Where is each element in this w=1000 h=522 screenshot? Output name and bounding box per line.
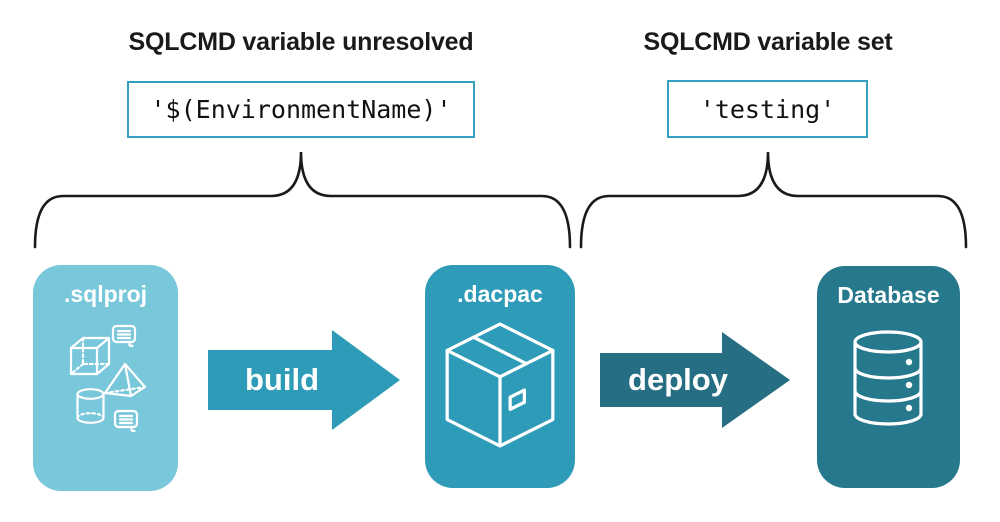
unresolved-heading: SQLCMD variable unresolved [128,28,474,56]
right-brace [579,151,968,249]
cube-icon [69,336,111,376]
database-cylinder-icon [853,330,923,426]
unresolved-value-box: '$(EnvironmentName)' [127,81,475,138]
set-value-box: 'testing' [667,80,868,138]
database-label: Database [837,282,940,308]
sql-objects-icon [69,324,147,433]
db-indicator-dot [905,381,913,389]
deploy-arrow: deploy [600,332,790,428]
deploy-arrow-label: deploy [628,362,728,397]
set-value: 'testing' [699,94,836,124]
build-arrow-shape [208,330,400,430]
left-brace [33,151,572,249]
pyramid-icon [103,362,147,398]
stage-card-dacpac: .dacpac [425,265,575,488]
dacpac-label: .dacpac [457,281,543,307]
db-indicator-dot [905,358,913,366]
package-box-icon [445,322,555,448]
build-arrow: build [208,330,400,430]
sqlproj-label: .sqlproj [63,281,148,307]
sql-script-icon [111,324,137,348]
stage-card-sqlproj: .sqlproj [33,265,178,491]
unresolved-value: '$(EnvironmentName)' [150,95,452,124]
build-arrow-label: build [244,362,320,397]
sql-script-icon [113,409,139,433]
cylinder-icon [76,388,105,424]
deploy-arrow-shape [600,332,790,428]
db-indicator-dot [905,404,913,412]
stage-card-database: Database [817,266,960,488]
set-heading: SQLCMD variable set [643,28,893,56]
